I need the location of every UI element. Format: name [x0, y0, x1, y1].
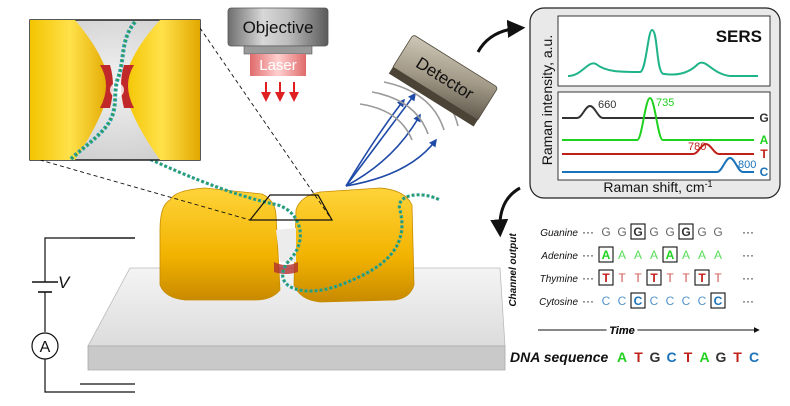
- channel-letter: A: [682, 248, 690, 262]
- sequence-letter: G: [650, 349, 661, 365]
- sequence-letter: A: [617, 349, 627, 365]
- channel-letter: A: [698, 248, 706, 262]
- laser-beam: Laser: [250, 54, 306, 102]
- voltage-label: V: [58, 273, 71, 292]
- channel-letter: C: [698, 294, 707, 308]
- channel-letter: A: [618, 248, 626, 262]
- channel-letter: G: [665, 225, 674, 239]
- objective-label: Objective: [243, 18, 314, 37]
- channel-letter: T: [666, 271, 674, 285]
- channel-letter: A: [650, 248, 658, 262]
- spectra-to-channels-arrow-icon: [490, 186, 521, 238]
- sers-curve: [567, 28, 758, 77]
- ellipsis: ···: [582, 271, 594, 285]
- ellipsis: ···: [582, 294, 594, 308]
- highlight-box: [694, 269, 710, 286]
- highlight-box: [678, 223, 694, 240]
- sequence-letter: C: [749, 349, 759, 365]
- electrical-circuit: V A: [31, 237, 135, 393]
- sequence-letter: T: [733, 349, 742, 365]
- channel-letter: T: [634, 271, 642, 285]
- channel-letter: T: [602, 271, 610, 285]
- channel-letter: C: [666, 294, 675, 308]
- channel-letter: C: [602, 294, 611, 308]
- spectrum-T: [562, 142, 754, 155]
- channel-letter: G: [697, 225, 706, 239]
- dna-sequence-label: DNA sequence: [510, 349, 609, 365]
- y-axis-label: Raman intensity, a.u.: [539, 35, 555, 165]
- spectrum-base-label: A: [760, 133, 769, 147]
- highlight-box: [598, 246, 614, 263]
- x-axis-label: Raman shift, cm-1: [603, 179, 712, 195]
- ellipsis: ···: [742, 294, 754, 308]
- ellipsis: ···: [742, 271, 754, 285]
- channel-letter: C: [682, 294, 691, 308]
- ellipsis: ···: [582, 225, 594, 239]
- channel-letter: T: [714, 271, 722, 285]
- spectrum-base-label: T: [760, 147, 768, 161]
- peak-label: 800: [738, 159, 756, 171]
- sequence-letter: T: [634, 349, 643, 365]
- ellipsis: ···: [742, 225, 754, 239]
- channel-letter: G: [649, 225, 658, 239]
- channel-name: Cytosine: [539, 297, 578, 308]
- nanogap-inset: [29, 19, 201, 161]
- ammeter-label: A: [40, 339, 51, 356]
- channel-letter: C: [650, 294, 659, 308]
- channel-letter: C: [634, 294, 643, 308]
- highlight-box: [662, 246, 678, 263]
- objective-lens: Objective: [227, 7, 329, 55]
- highlight-box: [630, 223, 646, 240]
- spectrum-G: [562, 104, 754, 119]
- sequence-letter: G: [716, 349, 727, 365]
- channel-name: Thymine: [540, 274, 579, 285]
- ellipsis: ···: [582, 248, 594, 262]
- channel-letter: A: [666, 248, 675, 262]
- channel-letter: A: [634, 248, 642, 262]
- channel-letter: A: [714, 248, 722, 262]
- peak-label: 660: [598, 99, 616, 111]
- channel-letter: A: [602, 248, 611, 262]
- spectrum-base-label: C: [760, 165, 769, 179]
- channel-letter: G: [633, 225, 642, 239]
- peak-label: 780: [688, 141, 706, 153]
- channel-letter: G: [601, 225, 610, 239]
- sers-label: SERS: [716, 27, 762, 46]
- channel-letter: T: [682, 271, 690, 285]
- highlight-box: [598, 269, 614, 286]
- channel-letter: C: [714, 294, 723, 308]
- zoom-window: [32, 27, 334, 221]
- laser-label: Laser: [259, 57, 297, 74]
- time-label: Time: [609, 325, 634, 337]
- highlight-box: [630, 292, 646, 309]
- highlight-box: [646, 269, 662, 286]
- sequence-letter: C: [666, 349, 676, 365]
- dna-strand: [109, 138, 441, 293]
- spectrum-C: [562, 156, 754, 173]
- spectrum-base-label: G: [759, 111, 768, 125]
- channel-letter: G: [681, 225, 690, 239]
- channel-letter: G: [617, 225, 626, 239]
- channel-letter: C: [618, 294, 627, 308]
- channel-letter: G: [713, 225, 722, 239]
- channel-output-label: Channel output: [508, 233, 519, 307]
- channel-name: Adenine: [540, 251, 578, 262]
- channel-letter: T: [650, 271, 658, 285]
- channel-name: Guanine: [540, 228, 578, 239]
- channel-letter: T: [698, 271, 706, 285]
- sers-panel: SERS Raman intensity, a.u. Raman shift, …: [529, 7, 781, 199]
- highlight-box: [710, 292, 726, 309]
- time-label-text: Time: [609, 325, 634, 337]
- channel-letter: T: [618, 271, 626, 285]
- ellipsis: ···: [742, 248, 754, 262]
- sequence-letter: T: [684, 349, 693, 365]
- spectrum-A: [562, 96, 754, 141]
- sequence-letter: A: [699, 349, 709, 365]
- detector-to-spectra-arrow-icon: [476, 19, 526, 53]
- peak-label: 735: [656, 97, 674, 109]
